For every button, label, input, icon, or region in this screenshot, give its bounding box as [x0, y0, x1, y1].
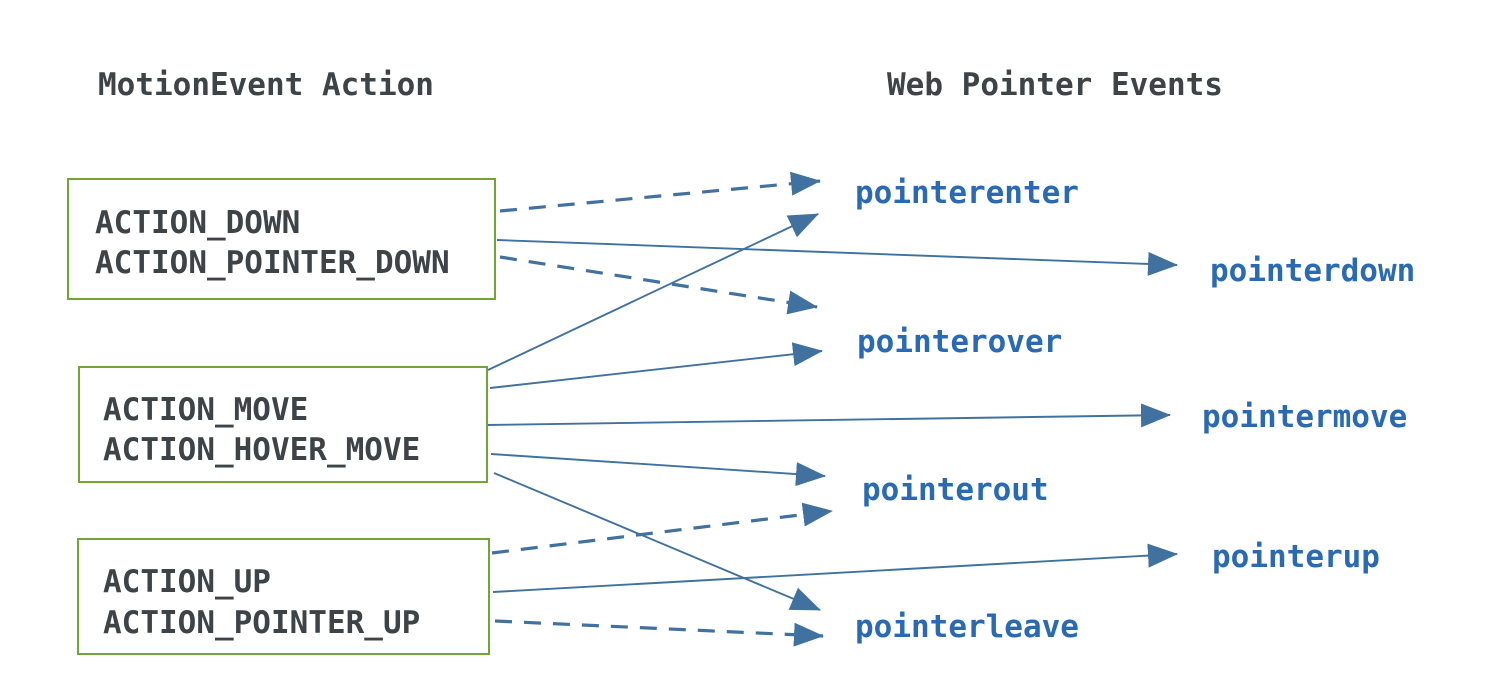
action-down-box: ACTION_DOWN ACTION_POINTER_DOWN — [67, 178, 496, 300]
mapping-arrow-move-pointerover — [489, 342, 823, 389]
action-up-box: ACTION_UP ACTION_POINTER_UP — [77, 538, 490, 655]
mapping-arrow-move-pointermove — [486, 403, 1171, 428]
mapping-arrow-move-pointerenter — [487, 213, 819, 371]
mapping-arrow-up-pointerup — [492, 543, 1178, 593]
action-move-box: ACTION_MOVE ACTION_HOVER_MOVE — [78, 366, 488, 483]
event-label-pointerover: pointerover — [857, 324, 1063, 360]
action-move-label: ACTION_MOVE — [103, 392, 309, 428]
mapping-arrow-move-pointerleave — [493, 472, 821, 611]
event-label-pointerenter: pointerenter — [855, 175, 1079, 211]
action-pointer-down-label: ACTION_POINTER_DOWN — [95, 245, 450, 281]
event-label-pointerleave: pointerleave — [855, 609, 1079, 645]
action-hover-move-label: ACTION_HOVER_MOVE — [103, 432, 421, 468]
event-label-pointerdown: pointerdown — [1210, 253, 1416, 289]
event-label-pointermove: pointermove — [1202, 399, 1408, 435]
event-label-pointerup: pointerup — [1212, 539, 1380, 575]
mapping-arrow-move-pointerout — [490, 453, 826, 487]
action-up-label: ACTION_UP — [103, 564, 271, 600]
left-column-header: MotionEvent Action — [98, 67, 434, 103]
mapping-arrow-down-pointerdown — [496, 239, 1178, 276]
right-column-header: Web Pointer Events — [887, 67, 1223, 103]
mapping-arrow-up-pointerout — [491, 502, 833, 555]
mapping-arrow-down-pointerover — [499, 255, 818, 315]
mapping-arrow-up-pointerleave — [494, 619, 824, 647]
action-down-label: ACTION_DOWN — [95, 205, 301, 241]
event-label-pointerout: pointerout — [862, 472, 1049, 508]
mapping-arrow-down-pointerenter — [499, 171, 821, 213]
action-pointer-up-label: ACTION_POINTER_UP — [103, 605, 421, 641]
